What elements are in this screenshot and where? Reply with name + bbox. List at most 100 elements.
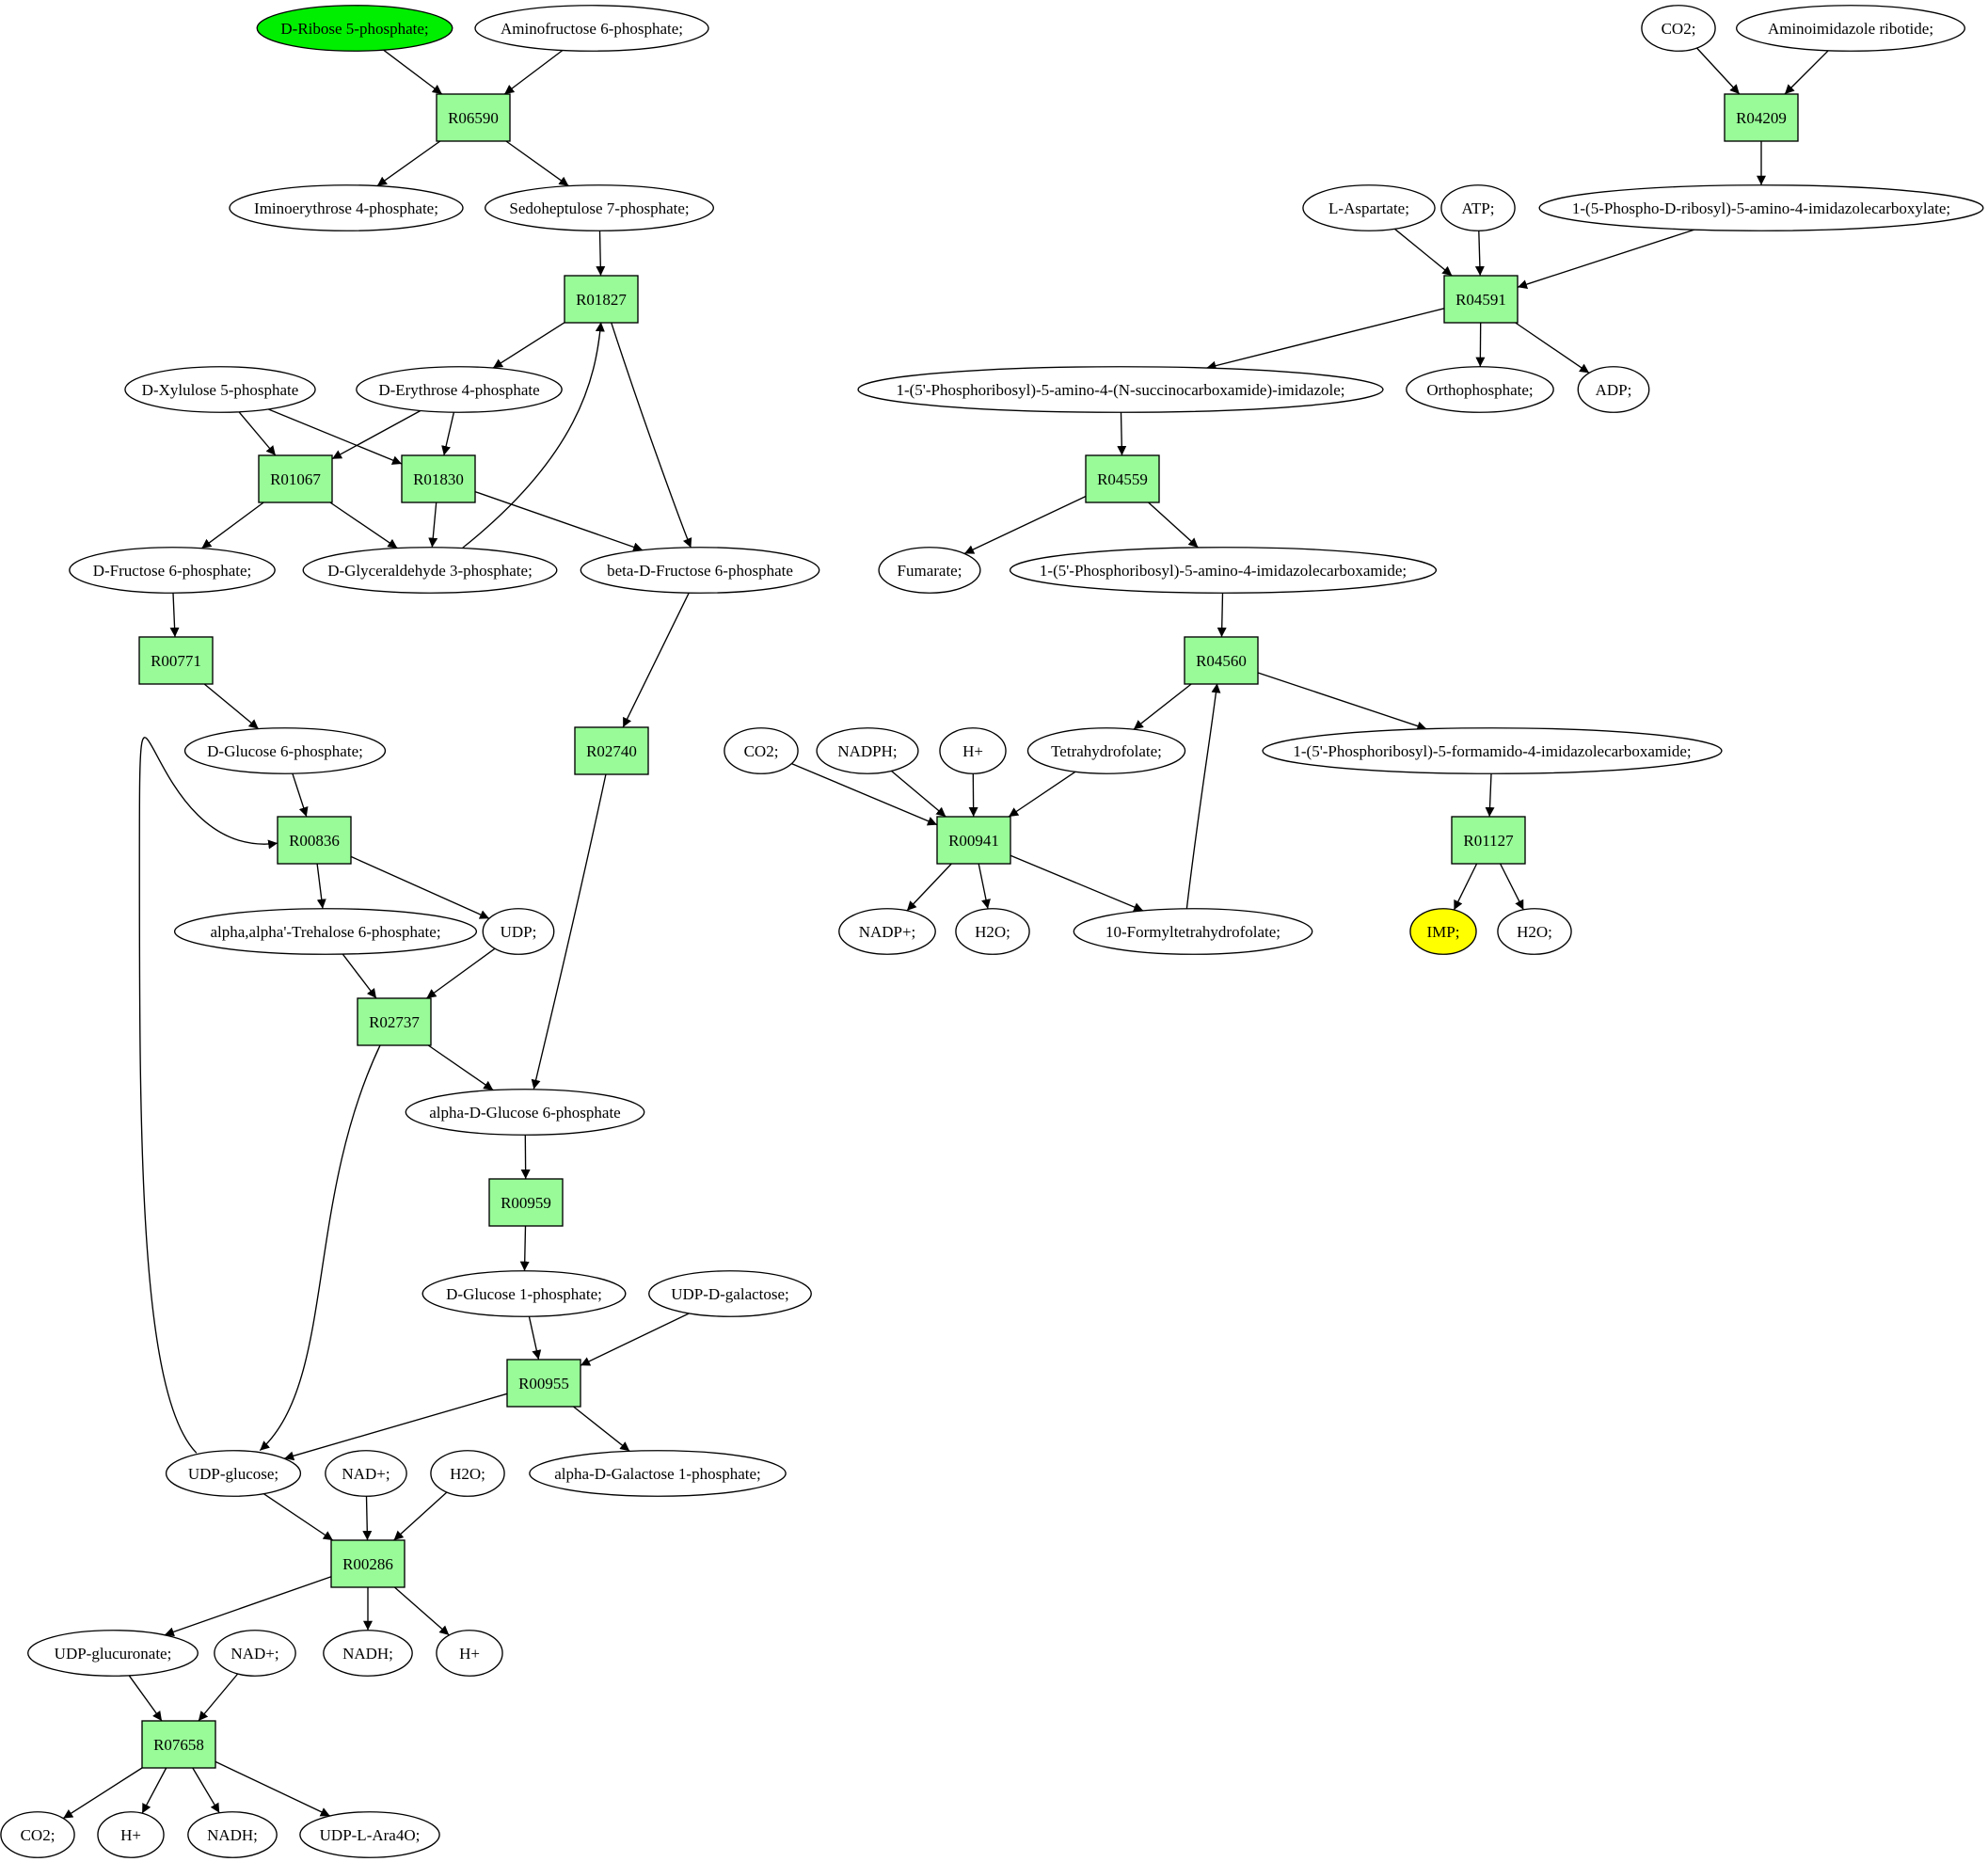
edge-m_cair-to-r04591: [1517, 229, 1695, 289]
reaction-label: R04591: [1455, 291, 1506, 309]
edges-layer: [62, 47, 1829, 1820]
metabolite-label: alpha-D-Galactose 1-phosphate;: [554, 1465, 761, 1483]
reaction-label: R01827: [576, 291, 627, 309]
edge-r00941-to-m_h2o2: [978, 863, 991, 910]
metabolite-label: Sedoheptulose 7-phosphate;: [509, 199, 689, 217]
reaction-node: R01127: [1451, 816, 1526, 865]
metabolite-label: H+: [459, 1645, 480, 1663]
metabolite-label: UDP-glucuronate;: [55, 1645, 172, 1663]
metabolite-label: NAD+;: [342, 1465, 390, 1483]
metabolite-label: Fumarate;: [898, 562, 962, 580]
metabolite-shape: [482, 908, 555, 955]
edge-m_asp-to-r04591: [1393, 228, 1453, 277]
reaction-node: R02740: [574, 726, 649, 775]
edge-m_udpglc-to-r00836: [138, 737, 278, 1454]
metabolite-node: Orthophosphate;: [1406, 366, 1554, 413]
metabolite-node: alpha-D-Glucose 6-phosphate: [405, 1089, 645, 1136]
metabolite-node: UDP-D-galactose;: [648, 1270, 812, 1317]
edge-r04591-to-m_adp: [1515, 322, 1590, 374]
metabolite-label: beta-D-Fructose 6-phosphate: [607, 562, 793, 580]
edge-m_ery-to-r01830: [441, 412, 455, 456]
metabolite-node: Iminoerythrose 4-phosphate;: [229, 184, 464, 231]
edge-r00941-to-m_fthf: [1010, 854, 1144, 912]
reaction-label: R04560: [1196, 652, 1247, 670]
edge-m_nad2-to-r07658: [198, 1673, 239, 1722]
metabolite-node: D-Glucose 1-phosphate;: [421, 1270, 627, 1317]
metabolite-label: UDP-glucose;: [188, 1465, 278, 1483]
reaction-node: R01827: [564, 275, 639, 324]
metabolite-label: alpha,alpha'-Trehalose 6-phosphate;: [210, 923, 440, 941]
metabolite-shape: [187, 1811, 278, 1858]
reaction-label: R01127: [1463, 832, 1514, 850]
reaction-label: R00941: [948, 832, 999, 850]
metabolite-shape: [648, 1270, 812, 1317]
metabolite-label: 10-Formyltetrahydrofolate;: [1105, 923, 1280, 941]
metabolite-node: D-Fructose 6-phosphate;: [69, 547, 276, 594]
metabolite-shape: [878, 547, 981, 594]
edge-m_co2c-to-r00941: [791, 762, 938, 826]
reaction-node: R04591: [1443, 275, 1519, 324]
reaction-node: R02737: [357, 997, 432, 1046]
edge-r00771-to-m_glc6p: [203, 683, 260, 730]
reaction-box: [1443, 275, 1519, 324]
reaction-box: [1085, 454, 1160, 503]
metabolite-shape: [421, 1270, 627, 1317]
metabolite-shape: [474, 5, 709, 52]
metabolite-node: NADH;: [187, 1811, 278, 1858]
metabolite-label: Orthophosphate;: [1426, 381, 1533, 399]
edge-m_aminofru-to-r06590: [503, 49, 564, 95]
metabolite-shape: [857, 366, 1384, 413]
metabolite-shape: [485, 184, 714, 231]
metabolite-node: D-Glyceraldehyde 3-phosphate;: [302, 547, 558, 594]
edge-m_ery-to-r01067: [331, 409, 421, 460]
metabolite-shape: [939, 727, 1007, 774]
metabolite-shape: [299, 1811, 440, 1858]
metabolite-shape: [1736, 5, 1965, 52]
edge-r00959-to-m_glc1p: [519, 1225, 530, 1271]
metabolite-label: NADH;: [342, 1645, 393, 1663]
metabolite-node: H+: [939, 727, 1007, 774]
metabolite-shape: [124, 366, 316, 413]
reaction-label: R00286: [342, 1555, 393, 1573]
metabolite-shape: [1073, 908, 1313, 955]
reaction-node: R00955: [506, 1359, 581, 1408]
metabolite-label: 1-(5'-Phosphoribosyl)-5-amino-4-(N-succi…: [896, 381, 1344, 399]
reaction-label: R00771: [151, 652, 201, 670]
metabolite-label: NADPH;: [837, 742, 897, 760]
metabolite-label: Aminofructose 6-phosphate;: [501, 20, 683, 38]
edge-r01830-to-m_gap: [428, 501, 438, 548]
reaction-label: R01830: [413, 470, 464, 488]
edge-r02740-to-m_aglc6p: [531, 772, 607, 1090]
reaction-node: R01067: [258, 454, 333, 503]
edge-m_saicar-to-r04559: [1117, 412, 1127, 456]
metabolite-label: CO2;: [1662, 20, 1696, 38]
metabolite-shape: [1009, 547, 1438, 594]
metabolite-node: UDP-L-Ara4O;: [299, 1811, 440, 1858]
metabolite-label: L-Aspartate;: [1328, 199, 1409, 217]
edge-m_xyl-to-r01830: [267, 408, 403, 465]
edge-r00836-to-m_treh: [316, 863, 326, 909]
metabolite-node: D-Glucose 6-phosphate;: [183, 727, 387, 774]
reaction-node: R04209: [1724, 93, 1799, 142]
metabolite-node: 1-(5-Phospho-D-ribosyl)-5-amino-4-imidaz…: [1538, 184, 1984, 231]
metabolite-node: 1-(5'-Phosphoribosyl)-5-amino-4-imidazol…: [1009, 547, 1438, 594]
metabolite-node: D-Ribose 5-phosphate;: [256, 5, 453, 52]
reaction-label: R00955: [518, 1375, 569, 1393]
metabolite-node: L-Aspartate;: [1302, 184, 1436, 231]
metabolite-shape: [838, 908, 936, 955]
metabolite-shape: [436, 1630, 503, 1677]
metabolite-node: Sedoheptulose 7-phosphate;: [485, 184, 714, 231]
metabolite-shape: [0, 1811, 75, 1858]
reaction-label: R04559: [1097, 470, 1148, 488]
reaction-box: [138, 636, 214, 685]
metabolite-node: alpha-D-Galactose 1-phosphate;: [529, 1450, 787, 1497]
metabolite-shape: [1440, 184, 1516, 231]
metabolite-label: NADP+;: [859, 923, 916, 941]
reaction-node: R06590: [436, 93, 511, 142]
metabolite-shape: [183, 727, 387, 774]
edge-m_h2o1-to-r00286: [393, 1491, 448, 1541]
metabolite-shape: [229, 184, 464, 231]
metabolite-node: D-Xylulose 5-phosphate: [124, 366, 316, 413]
reaction-box: [506, 1359, 581, 1408]
